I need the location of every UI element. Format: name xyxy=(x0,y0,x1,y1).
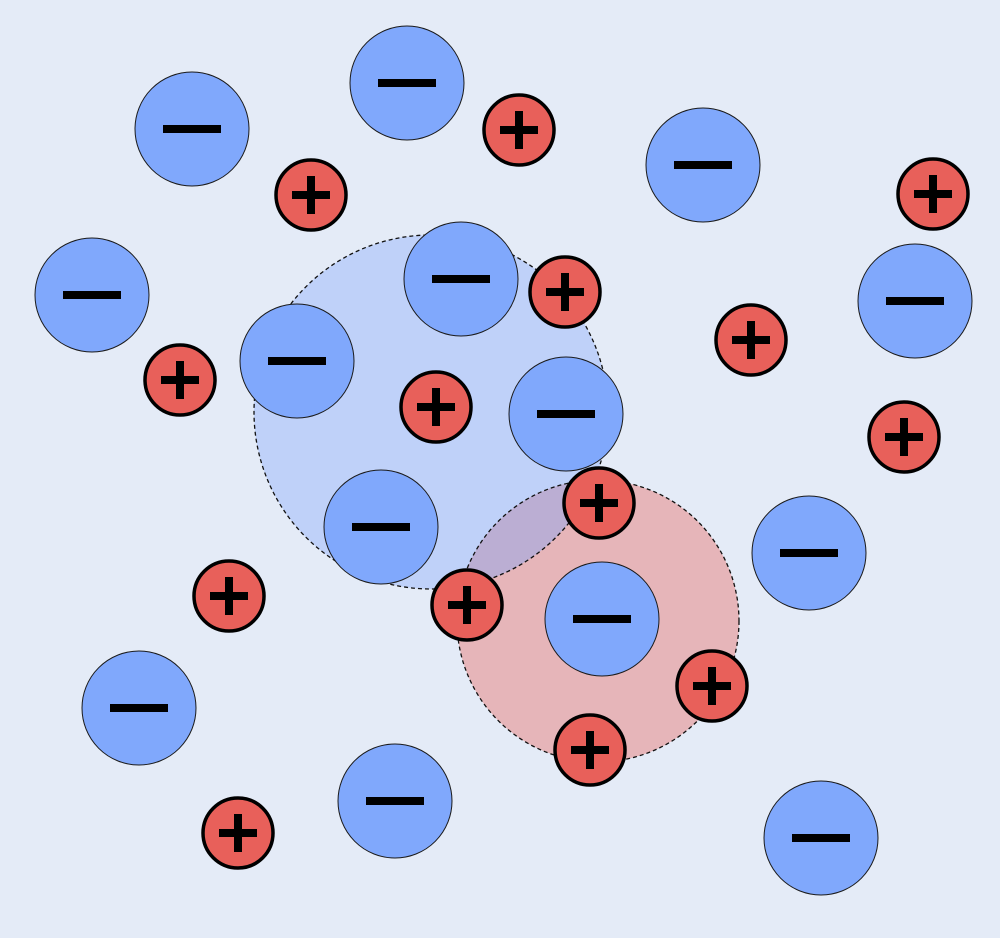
cation xyxy=(528,255,602,329)
anion xyxy=(337,743,453,859)
anion xyxy=(81,650,197,766)
minus-sign-icon xyxy=(573,615,631,623)
cation xyxy=(274,158,348,232)
cation xyxy=(430,568,504,642)
anion xyxy=(763,780,879,896)
minus-sign-icon xyxy=(432,275,490,283)
plus-sign-icon xyxy=(161,361,199,399)
plus-sign-icon xyxy=(546,273,584,311)
minus-sign-icon xyxy=(268,357,326,365)
anion xyxy=(134,71,250,187)
atmosphere-overlap xyxy=(457,480,608,589)
anion xyxy=(349,25,465,141)
anion xyxy=(34,237,150,353)
minus-sign-icon xyxy=(537,410,595,418)
plus-sign-icon xyxy=(500,111,538,149)
cation xyxy=(675,649,749,723)
minus-sign-icon xyxy=(63,291,121,299)
cation xyxy=(399,370,473,444)
anion xyxy=(544,561,660,677)
plus-sign-icon xyxy=(292,176,330,214)
cation xyxy=(482,93,556,167)
anion xyxy=(239,303,355,419)
ions xyxy=(34,25,973,896)
minus-sign-icon xyxy=(780,549,838,557)
minus-sign-icon xyxy=(378,79,436,87)
minus-sign-icon xyxy=(163,125,221,133)
plus-sign-icon xyxy=(885,418,923,456)
anion xyxy=(508,356,624,472)
plus-sign-icon xyxy=(448,586,486,624)
anion xyxy=(645,107,761,223)
plus-sign-icon xyxy=(210,577,248,615)
minus-sign-icon xyxy=(110,704,168,712)
cation xyxy=(201,796,275,870)
plus-sign-icon xyxy=(571,731,609,769)
minus-sign-icon xyxy=(352,523,410,531)
cation xyxy=(896,157,970,231)
plus-sign-icon xyxy=(580,484,618,522)
minus-sign-icon xyxy=(366,797,424,805)
cation xyxy=(143,343,217,417)
cation xyxy=(714,303,788,377)
plus-sign-icon xyxy=(219,814,257,852)
plus-sign-icon xyxy=(417,388,455,426)
minus-sign-icon xyxy=(674,161,732,169)
plus-sign-icon xyxy=(914,175,952,213)
cation xyxy=(867,400,941,474)
plus-sign-icon xyxy=(693,667,731,705)
anion xyxy=(751,495,867,611)
minus-sign-icon xyxy=(886,297,944,305)
anion xyxy=(857,243,973,359)
anion xyxy=(403,221,519,337)
anion xyxy=(323,469,439,585)
plus-sign-icon xyxy=(732,321,770,359)
minus-sign-icon xyxy=(792,834,850,842)
cation xyxy=(192,559,266,633)
cation xyxy=(553,713,627,787)
cation xyxy=(562,466,636,540)
